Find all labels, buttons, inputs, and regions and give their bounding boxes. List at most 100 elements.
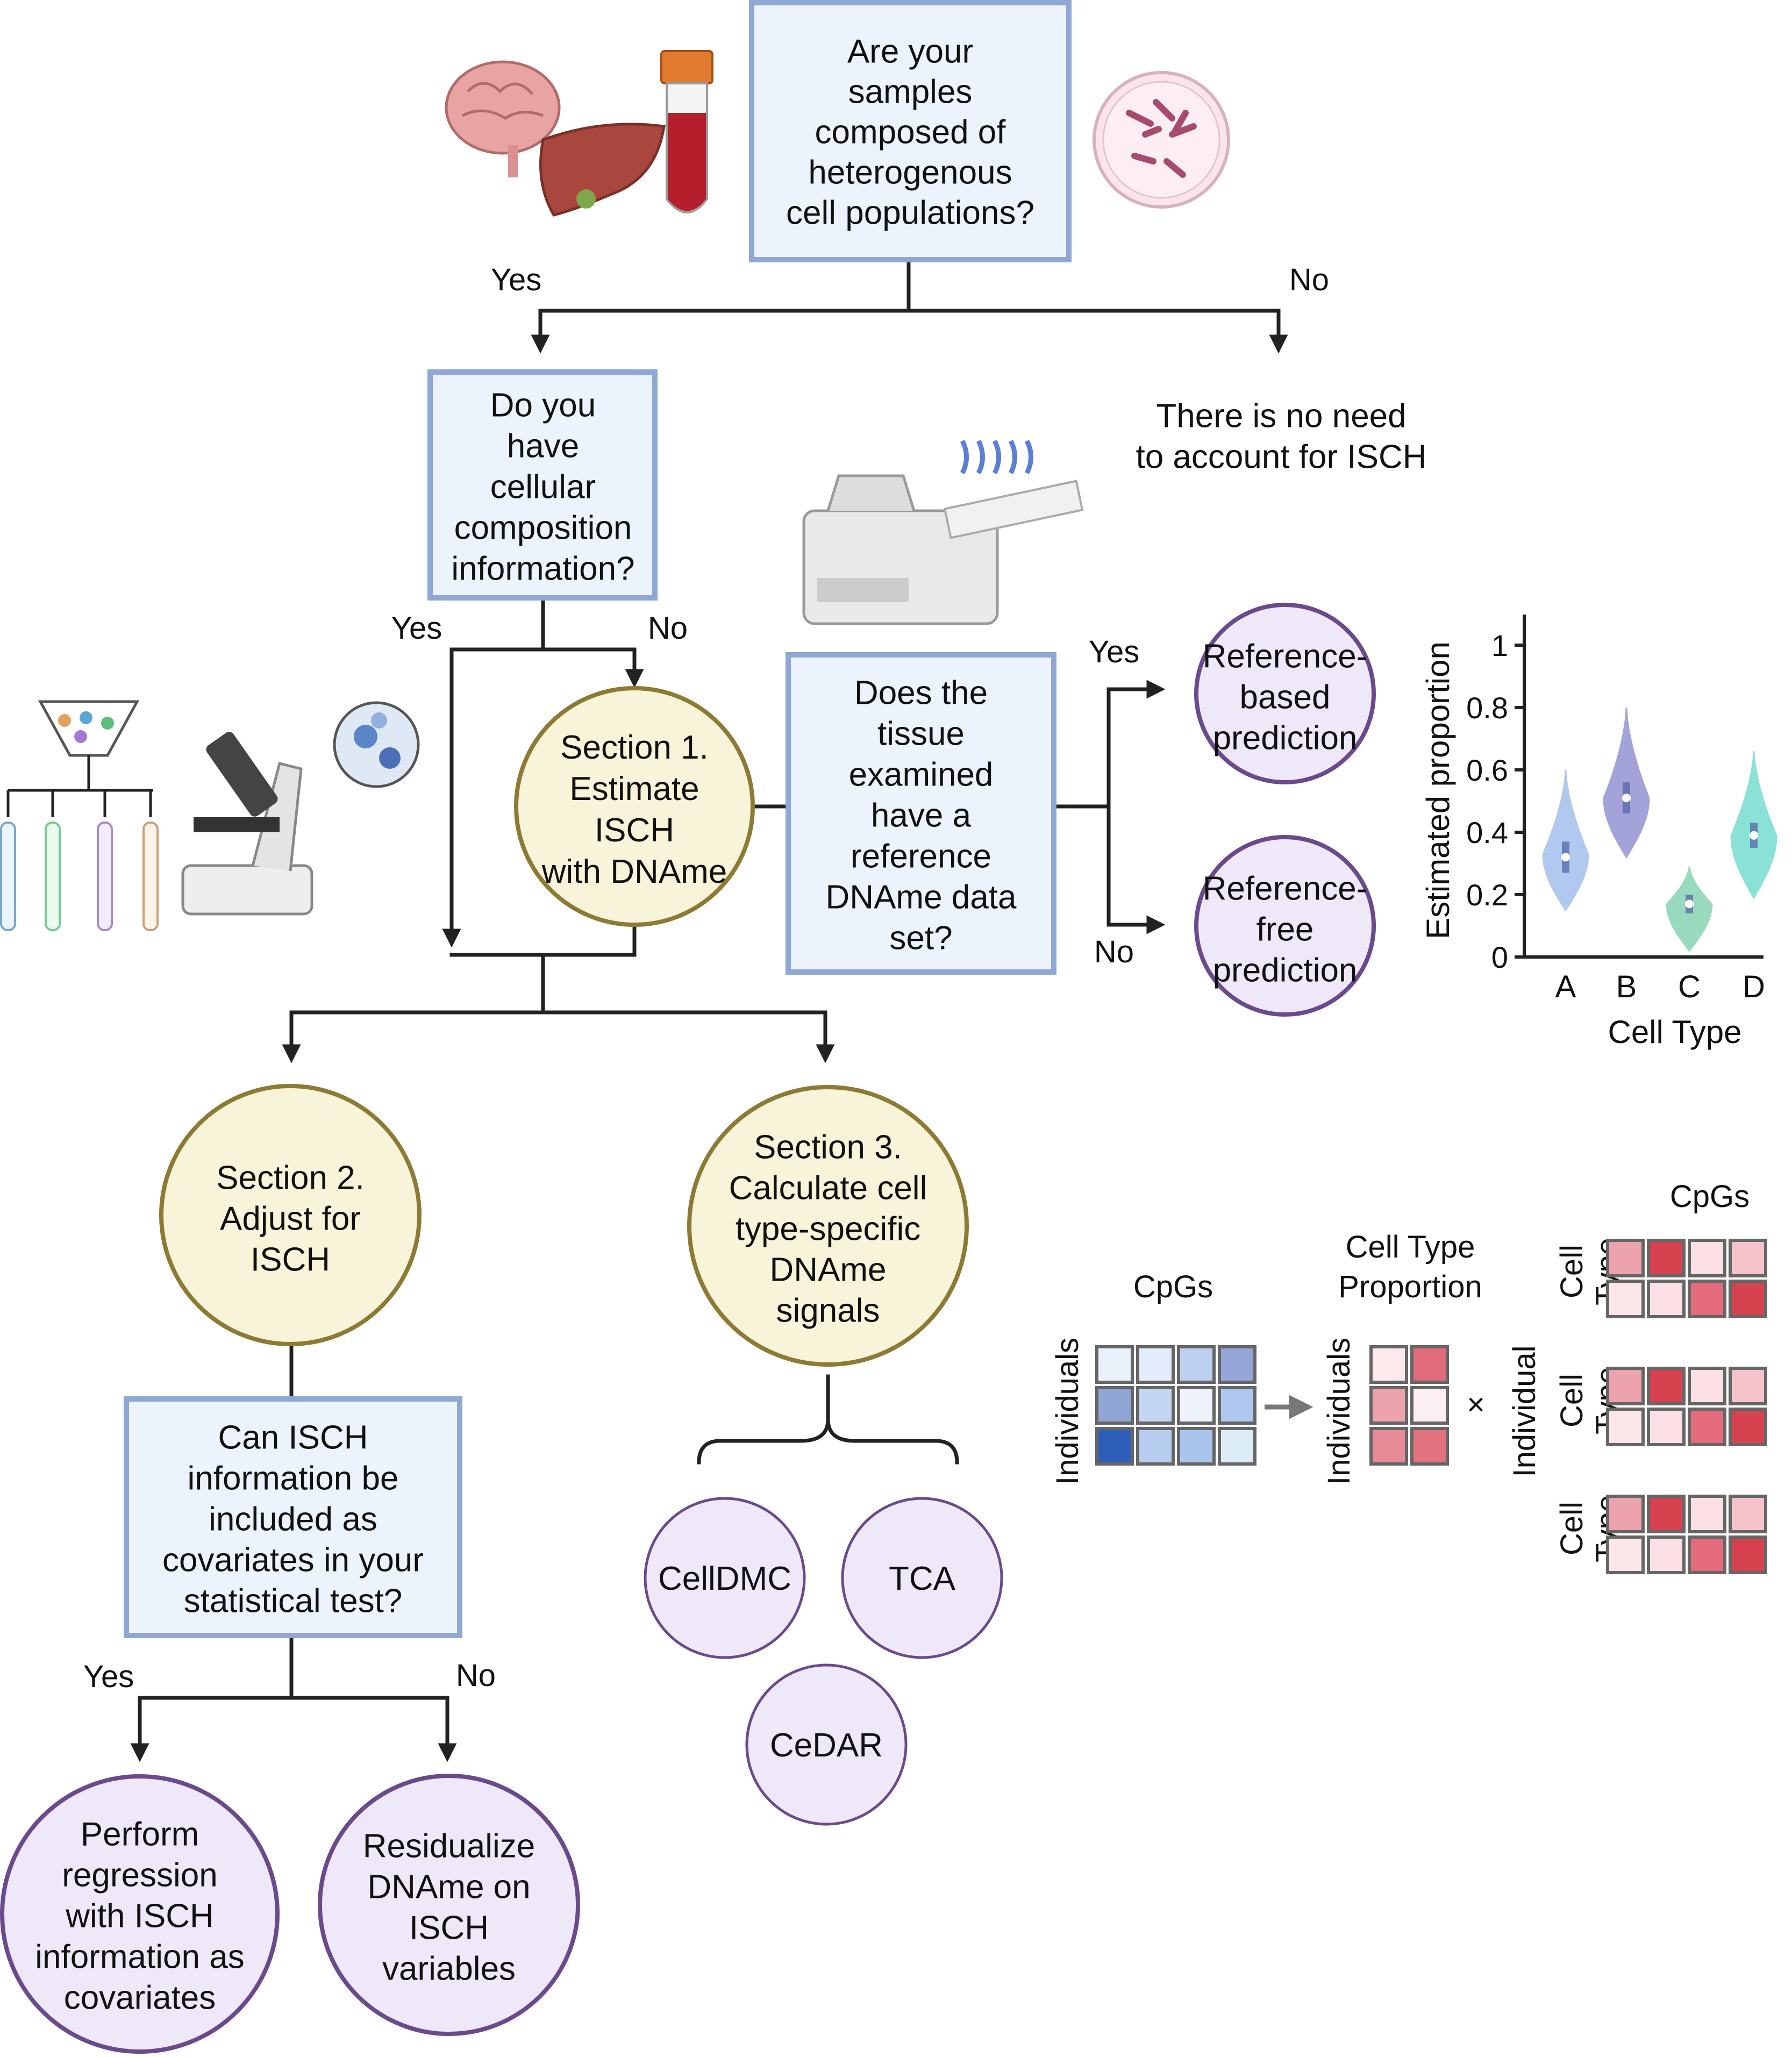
cell-type-3-cell [1606, 1495, 1645, 1533]
y-tick-label-1: 0.2 [1466, 878, 1508, 912]
cpg-blue-cell [1095, 1386, 1134, 1425]
label-no-1: No [1289, 262, 1329, 297]
edge-cov-no [289, 1696, 457, 1762]
microscope-illustration [181, 701, 420, 916]
curly-brace [697, 1419, 959, 1465]
edge-q1-yes [531, 309, 911, 354]
cpgs-label-1: CpGs [1133, 1269, 1213, 1304]
cpg-blue-cell [1177, 1386, 1216, 1425]
node-cedar: CeDAR [745, 1663, 908, 1826]
proportion-cell [1410, 1345, 1449, 1384]
cell-type-2-cell [1688, 1408, 1726, 1446]
individuals-label-2: Individuals [1322, 1338, 1357, 1485]
cell-type-3-cell [1647, 1495, 1686, 1533]
cpg-blue-matrix [1095, 1345, 1256, 1466]
blood-tube-illustration [660, 50, 713, 213]
y-axis-label: Estimated proportion [1420, 641, 1456, 939]
label-no-3: No [1094, 934, 1134, 969]
proportion-cell [1369, 1345, 1408, 1384]
edge-q2-no [541, 647, 644, 688]
label-no-4: No [456, 1658, 496, 1693]
edges [130, 261, 1288, 1762]
y-tick-label-4: 0.8 [1466, 691, 1508, 725]
edge-cov-yes [130, 1696, 294, 1762]
cell-type-1-cell [1647, 1239, 1686, 1277]
edge-labels: Yes No Yes No Yes No Yes No [83, 262, 1329, 1694]
violin-median-A [1561, 853, 1570, 862]
cell-type-2-cell [1647, 1367, 1686, 1405]
cell-type-2-cell [1729, 1408, 1767, 1446]
cell-type-3-cell [1688, 1495, 1726, 1533]
cell-type-2-cell [1729, 1367, 1767, 1405]
petri-dish-illustration [1093, 71, 1230, 209]
cpg-blue-cell [1177, 1345, 1216, 1384]
x-tick-label-d: D [1743, 969, 1765, 1004]
violin-A [1542, 769, 1589, 912]
violin-median-D [1750, 831, 1758, 840]
cpg-blue-cell [1095, 1427, 1134, 1466]
cpg-blue-cell [1218, 1386, 1256, 1425]
violin-marks [1515, 644, 1777, 959]
cell-type-2-cell [1647, 1408, 1686, 1446]
cell-type-1-cell [1729, 1280, 1767, 1318]
cell-type-1-cell [1688, 1280, 1726, 1318]
node-tca-text: TCA [889, 1560, 956, 1597]
cpg-blue-cell [1218, 1427, 1256, 1466]
individual-label: Individual [1507, 1345, 1542, 1477]
proportion-cell [1410, 1427, 1449, 1466]
cpg-blue-cell [1136, 1345, 1175, 1384]
label-yes-4: Yes [83, 1659, 134, 1694]
cell-type-3-cell [1647, 1535, 1686, 1574]
y-tick-label-0: 0 [1491, 940, 1508, 974]
cell-type-3-cell [1729, 1495, 1767, 1533]
cell-type-3-cell [1729, 1535, 1767, 1574]
cell-type-3-cell [1688, 1535, 1726, 1574]
cpgs-label-2: CpGs [1670, 1179, 1750, 1214]
edge-q2-yes [442, 647, 545, 948]
cpg-blue-cell [1136, 1386, 1175, 1425]
node-cedar-text: CeDAR [770, 1727, 883, 1764]
cell-type-2-cell [1606, 1408, 1645, 1446]
times-symbol: × [1467, 1387, 1485, 1422]
label-yes-2: Yes [391, 611, 442, 646]
liver-illustration [539, 123, 666, 217]
brain-illustration [445, 60, 561, 177]
cell-type-3-cell [1606, 1535, 1645, 1574]
cell-type-1-cell [1688, 1239, 1726, 1277]
label-yes-3: Yes [1089, 634, 1140, 669]
cell-type-1-cell [1606, 1239, 1645, 1277]
node-tca: TCA [841, 1497, 1003, 1659]
edge-ref-no [1106, 804, 1166, 934]
individuals-label-1: Individuals [1050, 1338, 1085, 1485]
violin-chart: 0 0.2 0.4 0.6 0.8 1 Estimated proportion… [1420, 615, 1777, 1050]
violin-median-B [1622, 794, 1631, 803]
cell-type-1-cell [1606, 1280, 1645, 1318]
cpg-blue-cell [1218, 1345, 1256, 1384]
node-celldmc-text: CellDMC [658, 1560, 791, 1597]
label-no-2: No [648, 611, 688, 646]
edge-ref-yes [1106, 680, 1166, 809]
cell-type-2-cell [1606, 1367, 1645, 1405]
edge-to-s2 [282, 1010, 545, 1063]
cpg-blue-cell [1136, 1427, 1175, 1466]
node-celldmc: CellDMC [644, 1497, 806, 1659]
